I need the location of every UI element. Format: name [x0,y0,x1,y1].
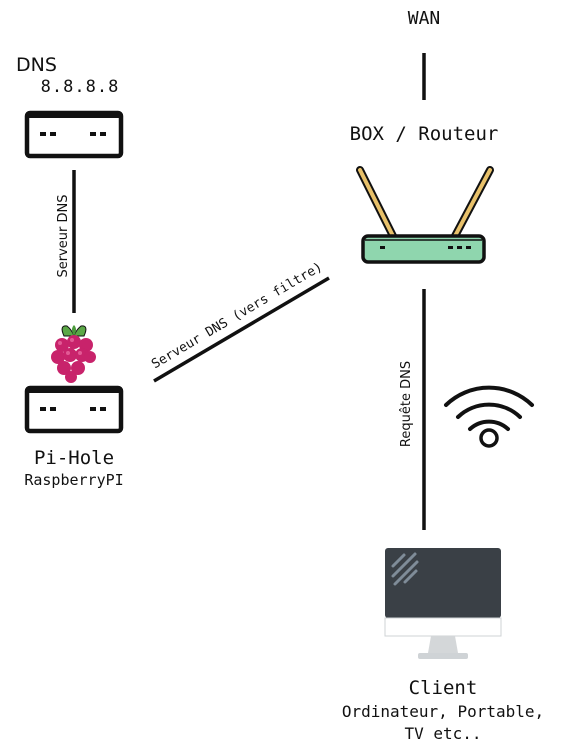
client-title: Client [409,677,478,699]
dns-address: 8.8.8.8 [41,77,120,97]
wan-label: WAN [408,8,441,29]
client-devices-line1: Ordinateur, Portable, [342,702,544,721]
pihole-server-icon [24,385,124,434]
client-devices-line2: TV etc.. [404,724,481,743]
dns-server-icon [24,110,124,159]
pihole-router-link [153,276,330,383]
pihole-device: RaspberryPI [24,471,123,489]
pihole-name: Pi-Hole [34,447,114,469]
router-icon [356,166,494,264]
wifi-icon [444,385,534,448]
monitor-icon [384,548,502,659]
pihole-router-link-label: Serveur DNS (vers filtre) [149,260,325,373]
dns-label: DNS [16,54,57,76]
client-router-link-label: Requête DNS [399,361,414,447]
dns-link-label: Serveur DNS [56,195,71,278]
raspberry-icon [51,325,96,383]
router-label: BOX / Routeur [350,123,499,145]
